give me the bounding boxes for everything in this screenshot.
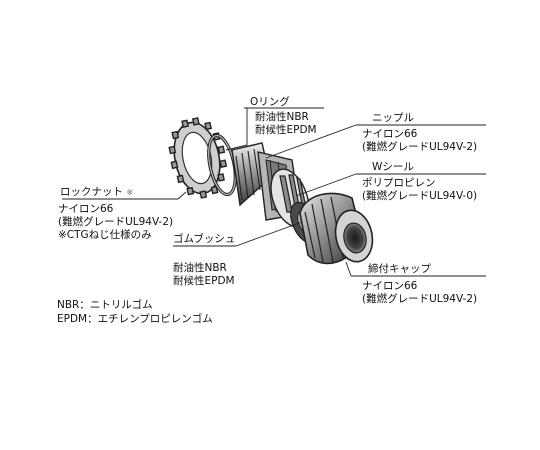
wseal-line-2: (難燃グレードUL94V-0)	[362, 190, 478, 202]
nipple-materials: ナイロン66 (難燃グレードUL94V-2)	[362, 128, 477, 154]
nipple-label: ニップル	[372, 112, 414, 125]
bushing-label: ゴムブッシュ	[173, 233, 235, 246]
lock-nut-shape	[168, 117, 228, 199]
tightening-cap-shape	[299, 192, 374, 265]
bushing-line-2: 耐候性EPDM	[173, 275, 235, 287]
nipple-line-1: ナイロン66	[362, 128, 418, 140]
bushing-line-1: 耐油性NBR	[173, 262, 227, 274]
legend-epdm: EPDM：エチレンプロピレンゴム	[57, 313, 213, 325]
locknut-mark: ※	[126, 188, 134, 197]
cap-label: 締付キャップ	[368, 263, 431, 276]
leader-lines	[62, 107, 486, 277]
nipple-line-2: (難燃グレードUL94V-2)	[362, 141, 478, 153]
locknut-line-2: (難燃グレードUL94V-2)	[58, 216, 174, 228]
wseal-materials: ポリプロピレン (難燃グレードUL94V-0)	[362, 177, 477, 203]
oring-line-1: 耐油性NBR	[255, 111, 309, 123]
cap-title: 締付キャップ	[368, 263, 431, 275]
oring-label: Oリング	[250, 96, 290, 109]
bushing-leader	[235, 221, 303, 247]
bushing-materials: 耐油性NBR 耐候性EPDM	[173, 262, 235, 288]
nipple-leader	[265, 124, 357, 159]
cap-line-2: (難燃グレードUL94V-2)	[362, 293, 478, 305]
locknut-title: ロックナット	[60, 186, 123, 198]
cap-line-1: ナイロン66	[362, 280, 418, 292]
wseal-leader	[295, 173, 357, 197]
abbreviation-legend: NBR：ニトリルゴム EPDM：エチレンプロピレンゴム	[57, 298, 213, 326]
locknut-line-1: ナイロン66	[58, 203, 114, 215]
wseal-line-1: ポリプロピレン	[362, 177, 436, 189]
oring-leader	[225, 108, 248, 151]
locknut-line-3: ※CTGねじ仕様のみ	[58, 229, 152, 241]
nipple-title: ニップル	[372, 112, 414, 124]
locknut-leader	[177, 191, 187, 200]
cap-leader	[345, 261, 352, 277]
locknut-materials: ナイロン66 (難燃グレードUL94V-2) ※CTGねじ仕様のみ	[58, 203, 173, 242]
oring-materials: 耐油性NBR 耐候性EPDM	[255, 111, 317, 137]
bushing-title: ゴムブッシュ	[173, 233, 236, 245]
cap-materials: ナイロン66 (難燃グレードUL94V-2)	[362, 280, 477, 306]
oring-title: Oリング	[250, 96, 290, 108]
wseal-title: Wシール	[372, 161, 414, 173]
locknut-label: ロックナット ※	[60, 186, 133, 199]
legend-nbr: NBR：ニトリルゴム	[57, 299, 153, 311]
oring-line-2: 耐候性EPDM	[255, 124, 317, 136]
wseal-label: Wシール	[372, 161, 414, 174]
